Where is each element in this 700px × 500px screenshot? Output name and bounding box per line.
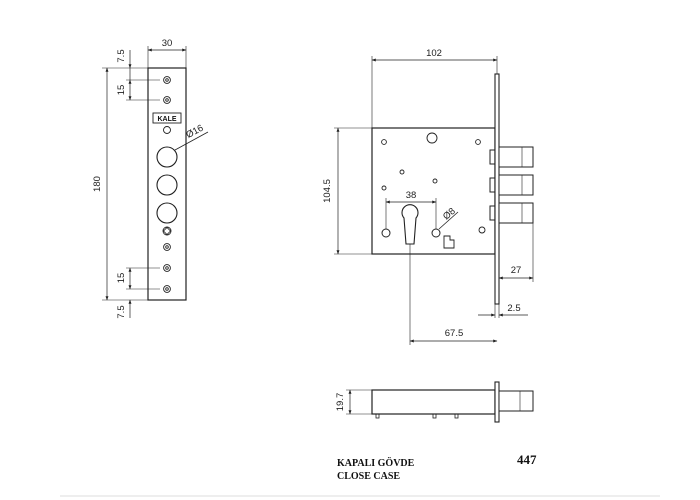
faceplate-bolt-holes — [156, 146, 178, 224]
caption-line-1: KAPALI GÖVDE — [337, 456, 415, 469]
model-number: 447 — [517, 452, 537, 467]
bolt-throw-label: 27 — [511, 265, 522, 276]
faceplate-top-gap-label: 7.5 — [116, 49, 127, 62]
cylinder-spacing-label: 38 — [406, 190, 417, 201]
faceplate-bottom-gap-label: 7.5 — [116, 305, 127, 318]
plate-thickness-label: 2.5 — [507, 303, 520, 314]
body-height-label: 104.5 — [322, 179, 333, 203]
cylinder-profile — [401, 204, 419, 245]
faceplate-view — [102, 46, 209, 318]
body-width-label: 102 — [426, 48, 442, 59]
lock-body-outline — [371, 127, 496, 255]
faceplate-logo-box — [152, 112, 182, 124]
faceplate-outline — [147, 67, 187, 301]
body-holes — [381, 132, 486, 234]
caption-line-2: CLOSE CASE — [337, 471, 400, 482]
side-view — [334, 56, 534, 345]
bottom-view — [346, 381, 534, 423]
faceplate-height-label: 180 — [92, 176, 103, 192]
case-bottom-outline — [371, 389, 496, 415]
backset-label: 67.5 — [445, 328, 464, 339]
faceplate-hole-label: Ø16 — [184, 123, 205, 141]
faceplate-top-spacing-label: 15 — [116, 85, 127, 96]
faceplate-logo: KALE — [157, 116, 176, 123]
faceplate-screw-holes — [163, 76, 171, 293]
deadbolts — [489, 146, 534, 224]
case-thickness-label: 19.7 — [335, 393, 346, 412]
faceplate-bottom-spacing-label: 15 — [116, 273, 127, 284]
faceplate-width-label: 30 — [162, 38, 173, 49]
front-plate — [494, 73, 500, 305]
